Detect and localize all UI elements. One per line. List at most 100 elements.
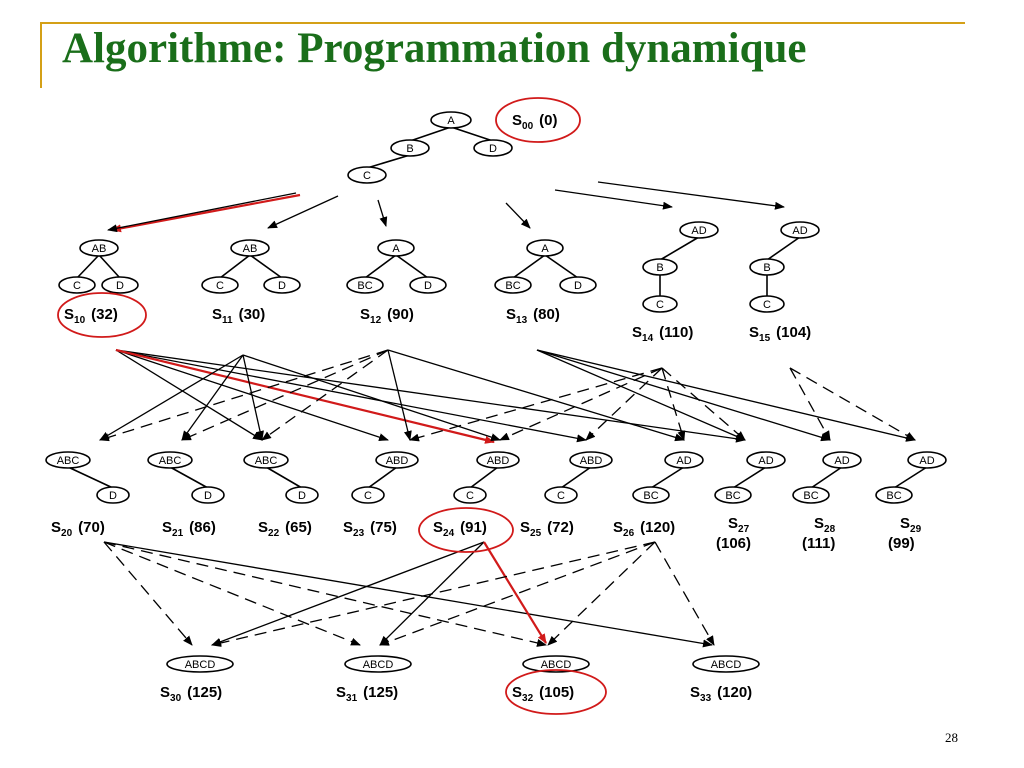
- state-name: S00(0): [512, 112, 557, 132]
- state-cost: (90): [387, 306, 414, 323]
- transition-arrow: [536, 349, 746, 441]
- tree-edge: [169, 466, 209, 489]
- tree-node: [692, 655, 760, 673]
- tree-node-label: ABC: [255, 455, 278, 467]
- tree-node-label: C: [364, 490, 372, 502]
- state-subscript: 28: [824, 524, 836, 535]
- state-subscript: 23: [353, 528, 365, 539]
- state-subscript: 33: [700, 693, 712, 704]
- tree-node-label: D: [278, 280, 286, 292]
- state-label-s13: S13(80): [506, 306, 560, 326]
- state-name: S33(120): [690, 684, 752, 704]
- tree-node: [494, 276, 532, 294]
- tree-node: [822, 451, 862, 469]
- state-cost: (30): [239, 306, 266, 323]
- tree-edge: [409, 126, 452, 142]
- state-subscript: 30: [170, 693, 182, 704]
- state-label-s10: S10(32): [57, 292, 147, 338]
- transition-arrow: [789, 367, 916, 441]
- tree-node: [749, 258, 785, 276]
- tree-node: [526, 239, 564, 257]
- state-label-s00: S00(0): [495, 97, 581, 143]
- state-tree-s31: ABCD: [344, 655, 412, 673]
- tree-node: [344, 655, 412, 673]
- tree-node: [58, 276, 96, 294]
- state-label-s12: S12(90): [360, 306, 414, 326]
- tree-node: [664, 451, 704, 469]
- state-cost: (75): [370, 519, 397, 536]
- tree-edge: [450, 126, 494, 142]
- tree-node-label: D: [424, 280, 432, 292]
- state-name: S32(105): [512, 684, 574, 704]
- transition-arrow: [115, 349, 263, 441]
- tree-node-label: B: [763, 262, 770, 274]
- state-label-s15: S15(104): [749, 324, 811, 344]
- state-cost: (120): [640, 519, 675, 536]
- tree-node-label: ABD: [487, 455, 510, 467]
- state-name: S30(125): [160, 684, 222, 704]
- tree-node-label: BC: [505, 280, 520, 292]
- tree-node-label: BC: [357, 280, 372, 292]
- tree-node: [351, 486, 385, 504]
- state-cost: (125): [187, 684, 222, 701]
- transition-arrow: [585, 367, 663, 441]
- state-subscript: 24: [443, 528, 455, 539]
- transition-arrow: [211, 541, 656, 647]
- state-name: S15(104): [749, 324, 811, 344]
- state-cost: (111): [802, 535, 835, 552]
- tree-node-label: B: [656, 262, 663, 274]
- transition-arrow: [107, 192, 297, 233]
- tree-node: [377, 239, 415, 257]
- tree-node: [632, 486, 670, 504]
- state-name: S22(65): [258, 519, 312, 539]
- highlight-ring: [505, 669, 607, 715]
- state-tree-s30: ABCD: [166, 655, 234, 673]
- transition-arrow: [387, 349, 412, 441]
- state-label-s26: S26(120): [613, 519, 675, 539]
- tree-node-label: D: [109, 490, 117, 502]
- tree-edge: [219, 254, 251, 279]
- state-tree-s32: ABCD: [522, 655, 590, 673]
- transition-arrow: [115, 349, 746, 443]
- state-name: S14(110): [632, 324, 693, 344]
- transition-arrow: [547, 541, 656, 646]
- state-tree-s33: ABCD: [692, 655, 760, 673]
- tree-edge: [650, 466, 685, 489]
- transition-arrow: [536, 349, 916, 442]
- tree-node-label: A: [447, 115, 455, 127]
- tree-node-label: D: [574, 280, 582, 292]
- tree-edge: [395, 254, 429, 279]
- tree-node: [45, 451, 91, 469]
- state-name: S10(32): [64, 306, 118, 326]
- tree-node: [166, 655, 234, 673]
- tree-node-label: AD: [691, 225, 706, 237]
- tree-node-label: C: [656, 299, 664, 311]
- tree-edge: [367, 466, 398, 489]
- highlight-ring: [418, 507, 514, 553]
- transition-arrow: [261, 349, 389, 441]
- transition-arrow: [505, 202, 531, 229]
- state-cost: (91): [460, 519, 487, 536]
- tree-node: [243, 451, 289, 469]
- tree-node: [191, 486, 225, 504]
- tree-node: [347, 166, 387, 184]
- tree-node-label: C: [363, 170, 371, 182]
- state-subscript: 11: [222, 315, 233, 326]
- title-rule: [40, 22, 965, 24]
- state-subscript: 10: [74, 315, 86, 326]
- optimal-transition-arrow: [115, 348, 495, 444]
- state-label-s31: S31(125): [336, 684, 398, 704]
- state-label-s27: S27(106): [716, 515, 751, 552]
- state-name: S31(125): [336, 684, 398, 704]
- transition-arrow: [789, 367, 831, 441]
- state-cost: (70): [78, 519, 105, 536]
- transition-arrow: [103, 541, 547, 647]
- tree-node: [907, 451, 947, 469]
- state-name: S12(90): [360, 306, 414, 326]
- transition-arrow: [242, 354, 264, 441]
- state-tree-s22: ABCD: [243, 451, 319, 504]
- tree-node-label: C: [763, 299, 771, 311]
